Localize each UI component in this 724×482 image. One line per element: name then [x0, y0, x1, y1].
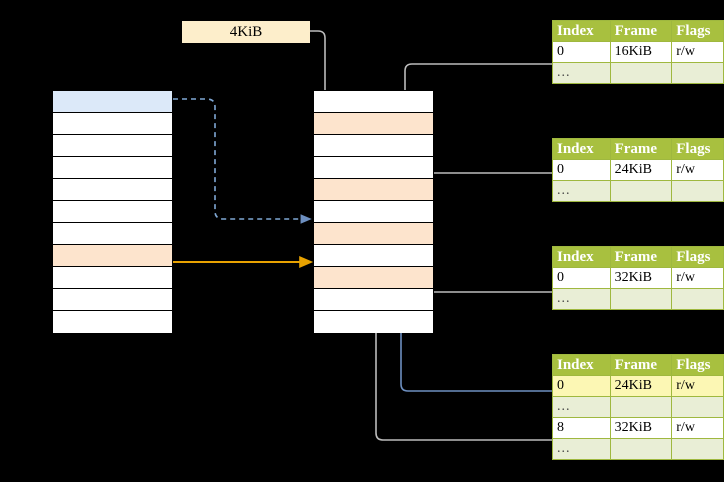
physical-memory-row — [314, 289, 433, 311]
table-row: ... — [552, 396, 724, 418]
table-cell: r/w — [671, 41, 724, 63]
virtual-address-space-row — [53, 245, 172, 267]
table-cell: r/w — [671, 417, 724, 439]
table-cell: 0 — [552, 375, 611, 397]
column-header-flags: Flags — [671, 20, 724, 42]
page-size-label: 4KiB — [182, 21, 310, 43]
table-cell: 32KiB — [609, 417, 673, 439]
column-header-index: Index — [552, 138, 611, 160]
table-cell-ellipsis — [609, 438, 673, 460]
table-cell-ellipsis — [671, 62, 724, 84]
column-header-frame: Frame — [609, 138, 673, 160]
table-cell-ellipsis — [671, 288, 724, 310]
table-cell: r/w — [671, 375, 724, 397]
table-cell-ellipsis — [609, 62, 673, 84]
table-cell-ellipsis — [609, 180, 673, 202]
physical-memory-row — [314, 267, 433, 289]
table-row: ... — [552, 288, 724, 310]
table-cell-ellipsis — [671, 396, 724, 418]
table-cell: 0 — [552, 267, 611, 289]
table-cell-ellipsis — [609, 396, 673, 418]
table-cell: 24KiB — [609, 159, 673, 181]
column-header-index: Index — [552, 246, 611, 268]
table-cell: 16KiB — [609, 41, 673, 63]
table-cell: 0 — [552, 41, 611, 63]
physical-memory-row — [314, 223, 433, 245]
column-header-flags: Flags — [671, 138, 724, 160]
physical-memory-row — [314, 179, 433, 201]
virtual-address-space-row — [53, 201, 172, 223]
column-header-flags: Flags — [671, 246, 724, 268]
virtual-address-space-row — [53, 311, 172, 333]
table-row: ... — [552, 180, 724, 202]
physical-memory-row — [314, 201, 433, 223]
column-header-frame: Frame — [609, 246, 673, 268]
table-cell: r/w — [671, 267, 724, 289]
physical-memory-row — [314, 91, 433, 113]
virtual-address-space-row — [53, 267, 172, 289]
physical-memory-row — [314, 157, 433, 179]
virtual-address-space-row — [53, 223, 172, 245]
table-cell: 0 — [552, 159, 611, 181]
virtual-address-space-row — [53, 113, 172, 135]
table-cell-ellipsis: ... — [552, 438, 611, 460]
table-cell-ellipsis — [609, 288, 673, 310]
table-cell-ellipsis: ... — [552, 396, 611, 418]
table-cell-ellipsis — [671, 438, 724, 460]
table-cell-ellipsis: ... — [552, 180, 611, 202]
virtual-address-space-row — [53, 135, 172, 157]
table-row: ... — [552, 62, 724, 84]
virtual-address-space-row — [53, 157, 172, 179]
table-cell: r/w — [671, 159, 724, 181]
virtual-address-space-row — [53, 289, 172, 311]
column-header-frame: Frame — [609, 354, 673, 376]
virtual-address-space-column — [52, 90, 173, 333]
column-header-index: Index — [552, 354, 611, 376]
table-cell: 24KiB — [609, 375, 673, 397]
physical-memory-column — [313, 90, 434, 333]
table-cell-ellipsis: ... — [552, 288, 611, 310]
table-cell: 8 — [552, 417, 611, 439]
column-header-flags: Flags — [671, 354, 724, 376]
physical-memory-row — [314, 245, 433, 267]
column-header-frame: Frame — [609, 20, 673, 42]
table-cell: 32KiB — [609, 267, 673, 289]
virtual-address-space-row — [53, 179, 172, 201]
table-row: ... — [552, 438, 724, 460]
virtual-address-space-row — [53, 91, 172, 113]
physical-memory-row — [314, 311, 433, 333]
column-header-index: Index — [552, 20, 611, 42]
table-cell-ellipsis — [671, 180, 724, 202]
physical-memory-row — [314, 113, 433, 135]
physical-memory-row — [314, 135, 433, 157]
table-cell-ellipsis: ... — [552, 62, 611, 84]
